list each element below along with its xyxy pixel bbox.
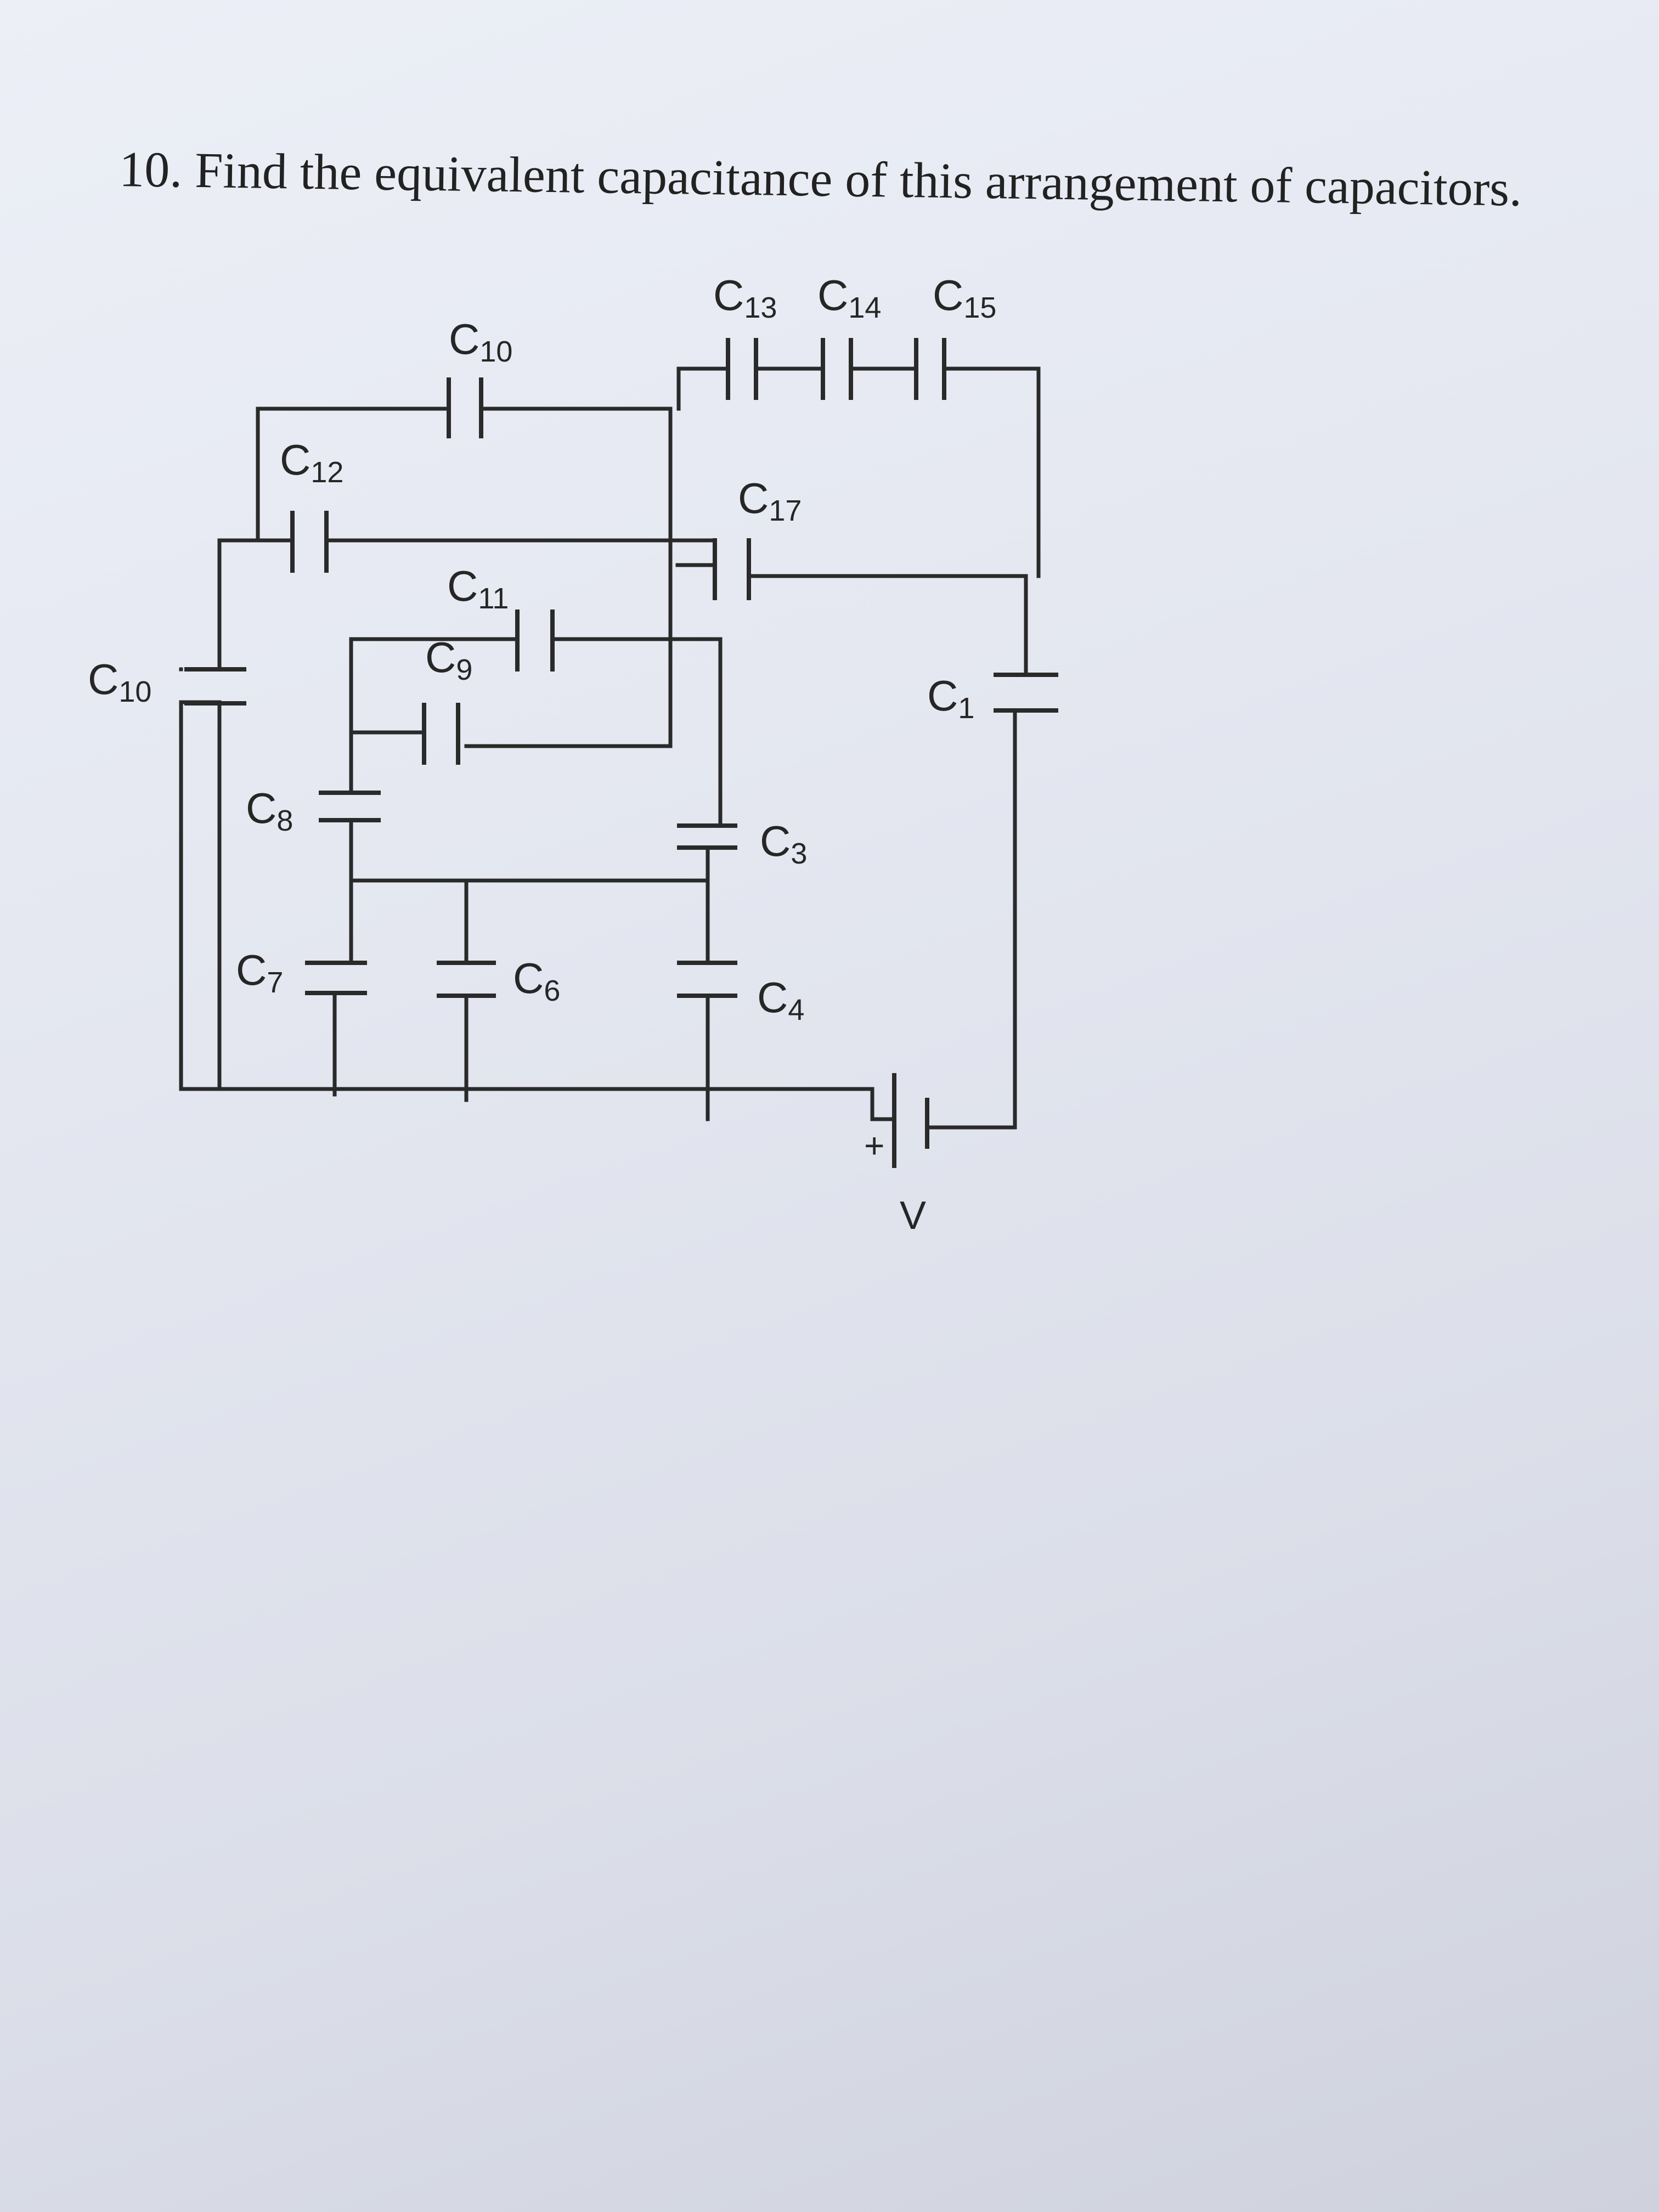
capacitor-c17 xyxy=(713,538,751,600)
capacitor-c4 xyxy=(677,961,737,998)
wire-right-side xyxy=(941,574,1028,1130)
label-c6: C6 xyxy=(513,954,560,1007)
wire-central-vertical xyxy=(464,407,673,748)
wire-c9-left xyxy=(349,637,425,795)
label-c9: C9 xyxy=(425,633,472,686)
label-c14: C14 xyxy=(817,271,881,324)
capacitor-c6 xyxy=(437,961,496,998)
label-c10-left: C10 xyxy=(88,655,151,708)
label-battery-plus: + xyxy=(864,1126,884,1165)
label-c3: C3 xyxy=(760,817,807,870)
capacitor-c11 xyxy=(515,610,555,672)
capacitor-c10-left xyxy=(184,667,246,706)
wire-left-outer xyxy=(217,407,260,1091)
capacitor-c3 xyxy=(677,823,737,850)
label-c11: C11 xyxy=(447,562,509,615)
label-c12: C12 xyxy=(280,436,343,489)
capacitor-c12 xyxy=(290,511,329,573)
wire-c11 xyxy=(349,637,723,828)
label-c1: C1 xyxy=(927,672,974,725)
wire-c8-c7-column xyxy=(332,818,353,1097)
label-c10-top: C10 xyxy=(449,315,512,368)
label-c15: C15 xyxy=(933,271,996,324)
label-c17: C17 xyxy=(738,474,802,527)
capacitor-c10-top xyxy=(447,377,483,438)
label-c13: C13 xyxy=(713,271,777,324)
capacitor-c9 xyxy=(422,703,460,765)
wire-bottom xyxy=(179,1087,894,1121)
capacitors xyxy=(184,338,1058,1168)
capacitor-c8 xyxy=(319,791,381,822)
battery xyxy=(892,1073,946,1168)
capacitor-c7 xyxy=(305,961,367,995)
wire-c12-c17 xyxy=(217,538,1028,578)
capacitor-c1 xyxy=(994,673,1058,713)
label-c4: C4 xyxy=(757,973,804,1026)
wire-top-series xyxy=(676,366,1041,578)
label-battery-v: V xyxy=(900,1194,926,1238)
wire-middle-horizontal xyxy=(349,845,710,965)
wires xyxy=(179,366,1041,1130)
capacitor-c14 xyxy=(821,338,853,400)
labels: C10 C13 C14 C15 C12 C17 C11 C9 C10 C1 C8… xyxy=(88,271,996,1238)
label-c7: C7 xyxy=(236,946,283,999)
capacitor-c15 xyxy=(914,338,946,400)
capacitor-c13 xyxy=(726,338,758,400)
wire-left-vertical xyxy=(179,700,222,1091)
label-c8: C8 xyxy=(246,784,293,837)
